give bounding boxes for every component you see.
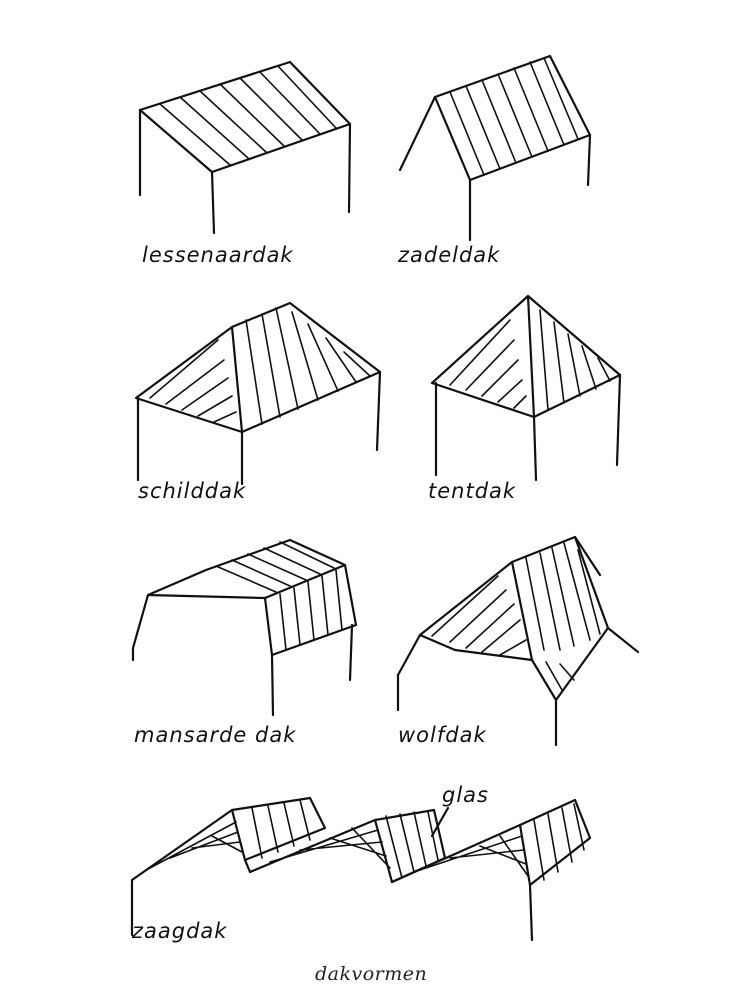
lessenaardak-drawing — [138, 60, 352, 235]
label-tentdak: tentdak — [428, 479, 516, 503]
zaagdak-drawing — [130, 796, 592, 942]
roof-tentdak: tentdak — [428, 294, 622, 503]
roof-lessenaardak: lessenaardak — [138, 60, 352, 267]
roof-zadeldak: zadeldak — [397, 54, 592, 267]
roof-wolfdak: wolfdak — [396, 535, 640, 747]
label-lessenaardak: lessenaardak — [142, 243, 294, 267]
label-mansardedak: mansarde dak — [134, 723, 296, 747]
label-zadeldak: zadeldak — [397, 243, 500, 267]
figure-caption: dakvormen — [315, 963, 427, 985]
tentdak-drawing — [430, 294, 622, 482]
roof-schilddak: schilddak — [134, 301, 382, 503]
annotation-glas: glas — [442, 783, 489, 807]
roof-zaagdak: glas zaagdak — [130, 783, 592, 943]
zadeldak-drawing — [398, 54, 592, 242]
label-zaagdak: zaagdak — [131, 919, 227, 943]
schilddak-drawing — [134, 301, 382, 486]
mansardedak-drawing — [131, 538, 358, 717]
wolfdak-drawing — [396, 535, 640, 747]
label-wolfdak: wolfdak — [398, 723, 487, 747]
roof-mansardedak: mansarde dak — [131, 538, 358, 747]
label-schilddak: schilddak — [138, 479, 246, 503]
